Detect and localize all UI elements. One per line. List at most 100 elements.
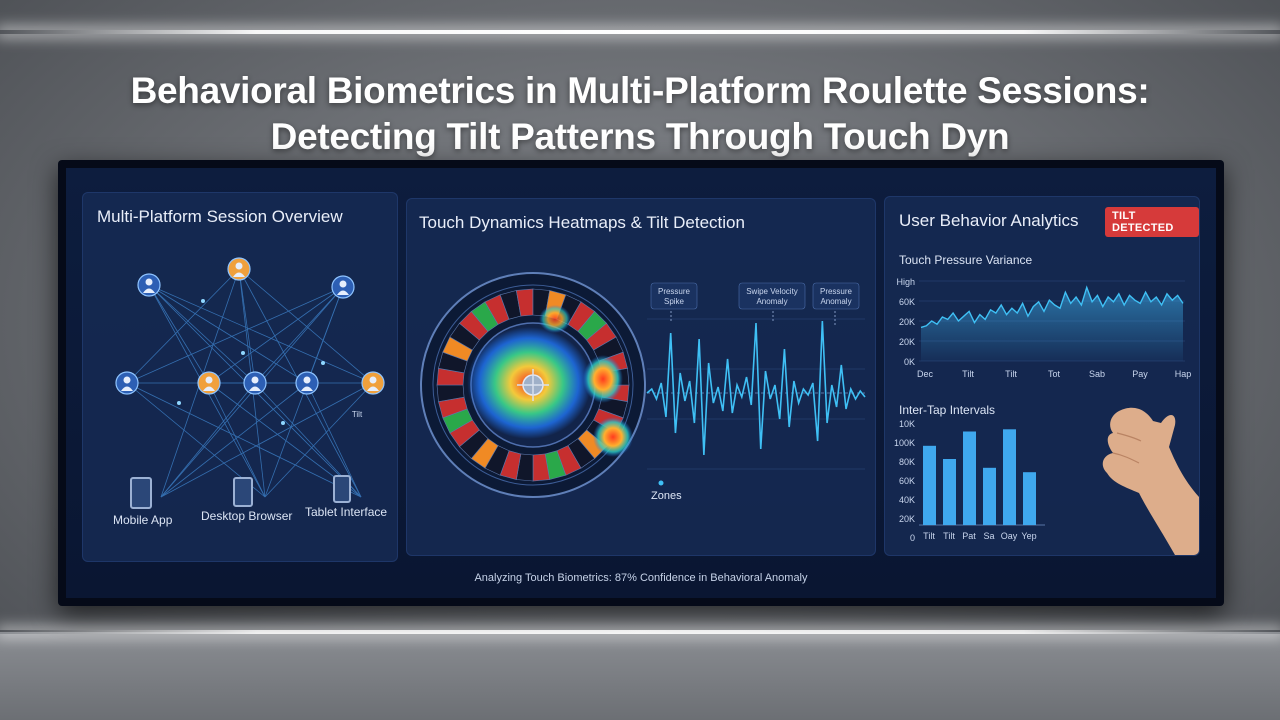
svg-text:Anomaly: Anomaly — [820, 297, 851, 306]
svg-text:Pressure: Pressure — [658, 287, 691, 296]
pressure-x-tick: Sab — [1089, 369, 1105, 379]
signal-grid — [647, 318, 865, 470]
interval-y-tick: 100K — [894, 438, 915, 448]
tilt-detected-badge: TILT DETECTED — [1105, 207, 1199, 237]
title-line-2: Detecting Tilt Patterns Through Touch Dy… — [270, 116, 1010, 157]
node-label-tilt: Tilt — [352, 410, 363, 419]
inter-tap-bars — [923, 429, 1036, 525]
pressure-y-tick: 60K — [899, 297, 915, 307]
svg-text:Swipe Velocity: Swipe Velocity — [746, 287, 798, 296]
user-node — [243, 371, 267, 395]
zones-legend: Zones — [651, 490, 682, 502]
annotation-swipe-velocity: Swipe Velocity Anomaly — [738, 282, 806, 310]
device-desktop — [233, 477, 253, 507]
user-node — [115, 371, 139, 395]
pressure-y-tick: 20K — [899, 337, 915, 347]
pressure-y-tick: 20K — [899, 317, 915, 327]
pressure-x-tick: Tot — [1048, 369, 1061, 379]
heat-spot-lower — [593, 417, 633, 457]
touch-signal-line — [646, 320, 866, 456]
user-node — [331, 275, 355, 299]
session-overview-title: Multi-Platform Session Overview — [97, 207, 343, 226]
heatmap-title: Touch Dynamics Heatmaps & Tilt Detection — [419, 213, 745, 232]
svg-text:Spike: Spike — [664, 297, 685, 306]
network-glow-point — [241, 351, 245, 355]
pressure-x-tick: Dec — [917, 369, 934, 379]
interval-x-tick: Tilt — [943, 531, 955, 541]
inter-tap-bar — [943, 459, 956, 525]
interval-y-tick: 80K — [899, 457, 915, 467]
interval-y-tick: 40K — [899, 495, 915, 505]
device-tablet — [333, 475, 351, 503]
session-overview-panel: Multi-Platform Session Overview Tilt Mob… — [82, 192, 398, 562]
network-glow-point — [281, 421, 285, 425]
interval-y-ticks: 10K 100K 80K 60K 40K 20K 0 — [894, 419, 915, 543]
title-line-1: Behavioral Biometrics in Multi-Platform … — [130, 70, 1150, 111]
inter-tap-title: Inter-Tap Intervals — [899, 403, 996, 417]
interval-y-tick: 0 — [910, 533, 915, 543]
session-network: Tilt — [115, 257, 385, 498]
inter-tap-bar — [923, 445, 936, 525]
pressure-x-tick: Tilt — [962, 369, 974, 379]
page-title: Behavioral Biometrics in Multi-Platform … — [0, 68, 1280, 160]
platform-tablet-interface: Tablet Interface — [305, 505, 388, 519]
floor-light — [0, 630, 1280, 634]
platform-desktop-browser: Desktop Browser — [201, 509, 293, 523]
inter-tap-bar — [1023, 472, 1036, 525]
pressure-x-tick: Hap — [1175, 369, 1192, 379]
annotation-pressure-anomaly: Pressure Anomaly — [812, 282, 860, 310]
heat-spot-upper — [539, 305, 571, 333]
network-glow-point — [201, 299, 205, 303]
network-glow-point — [177, 401, 181, 405]
pressure-x-ticks: Dec Tilt Tilt Tot Sab Pay Hap — [917, 369, 1191, 379]
user-node — [197, 371, 221, 395]
heatmap-panel: Touch Dynamics Heatmaps & Tilt Detection — [406, 198, 876, 556]
analysis-status: Analyzing Touch Biometrics: 87% Confiden… — [474, 572, 808, 584]
interval-x-tick: Yep — [1021, 531, 1036, 541]
pressure-x-tick: Tilt — [1005, 369, 1017, 379]
wheel-pockets — [436, 288, 630, 482]
inter-tap-bar — [963, 431, 976, 525]
ceiling-light — [0, 30, 1280, 34]
interval-x-tick: Oay — [1001, 531, 1018, 541]
pressure-y-ticks: High 60K 20K 20K 0K — [896, 277, 915, 367]
user-node — [361, 371, 385, 395]
interval-y-tick: 20K — [899, 514, 915, 524]
heat-spot-right — [583, 355, 623, 403]
pressure-x-tick: Pay — [1132, 369, 1148, 379]
hand-illustration — [1102, 407, 1199, 555]
pressure-variance-title: Touch Pressure Variance — [899, 253, 1033, 267]
platform-mobile-app: Mobile App — [113, 513, 173, 527]
dashboard: Multi-Platform Session Overview Tilt Mob… — [66, 168, 1216, 598]
device-mobile — [130, 477, 152, 509]
interval-x-tick: Pat — [962, 531, 976, 541]
analytics-title: User Behavior Analytics — [899, 211, 1079, 230]
inter-tap-bar — [983, 467, 996, 525]
svg-text:Pressure: Pressure — [820, 287, 853, 296]
network-nodes — [115, 257, 385, 395]
pressure-y-tick: High — [896, 277, 915, 287]
zones-legend-dot — [658, 480, 664, 486]
floor — [0, 632, 1280, 720]
user-node — [227, 257, 251, 281]
interval-x-tick: Tilt — [923, 531, 935, 541]
network-glow-point — [321, 361, 325, 365]
interval-y-tick: 10K — [899, 419, 915, 429]
interval-y-tick: 60K — [899, 476, 915, 486]
network-glow-points — [177, 299, 325, 425]
pressure-variance-line — [920, 285, 1184, 329]
interval-x-tick: Sa — [983, 531, 994, 541]
user-node — [137, 273, 161, 297]
display-screen: Multi-Platform Session Overview Tilt Mob… — [58, 160, 1224, 606]
pressure-variance-area — [921, 287, 1183, 361]
annotation-markers — [670, 311, 836, 327]
svg-text:Anomaly: Anomaly — [756, 297, 787, 306]
user-node — [295, 371, 319, 395]
annotation-pressure-spike: Pressure Spike — [650, 282, 698, 310]
analytics-panel: User Behavior Analytics TILT DETECTED To… — [884, 196, 1200, 556]
roulette-heatmap: Pressure Spike Swipe Velocity Anomaly Pr… — [420, 272, 866, 502]
pressure-y-tick: 0K — [904, 357, 915, 367]
inter-tap-bar — [1003, 429, 1016, 525]
